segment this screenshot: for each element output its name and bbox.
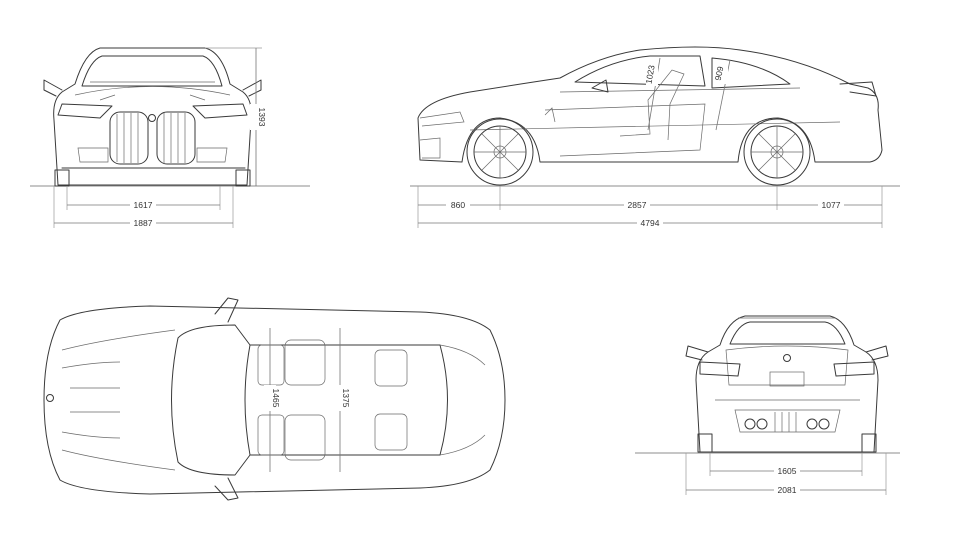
dim-shoulder-rear-label: 1375: [341, 389, 351, 408]
dim-width-mirrors-label: 2081: [778, 485, 797, 495]
bmw-roundel-icon: [783, 354, 791, 362]
rear-view: 1605 2081: [635, 315, 900, 495]
dim-length-label: 4794: [641, 218, 660, 228]
dim-headroom-front-label: 1023: [643, 64, 656, 85]
dim-headroom-rear-label: 909: [713, 65, 726, 81]
dim-front-overhang-label: 860: [451, 200, 465, 210]
dim-width-label: 1887: [134, 218, 153, 228]
bmw-roundel-icon: [46, 394, 54, 402]
dim-wheelbase-label: 2857: [628, 200, 647, 210]
bmw-roundel-icon: [148, 114, 156, 122]
dim-track-rear-label: 1605: [778, 466, 797, 476]
dim-height-label: 1393: [257, 108, 267, 127]
dim-shoulder-front-label: 1465: [271, 389, 281, 408]
top-view: 1465 1375: [43, 297, 506, 501]
front-view: 1393 1617 1887: [30, 47, 310, 228]
dim-track-front-label: 1617: [134, 200, 153, 210]
side-view: 1023 909 860 2857 1077 4794: [410, 46, 900, 228]
dim-rear-overhang-label: 1077: [822, 200, 841, 210]
